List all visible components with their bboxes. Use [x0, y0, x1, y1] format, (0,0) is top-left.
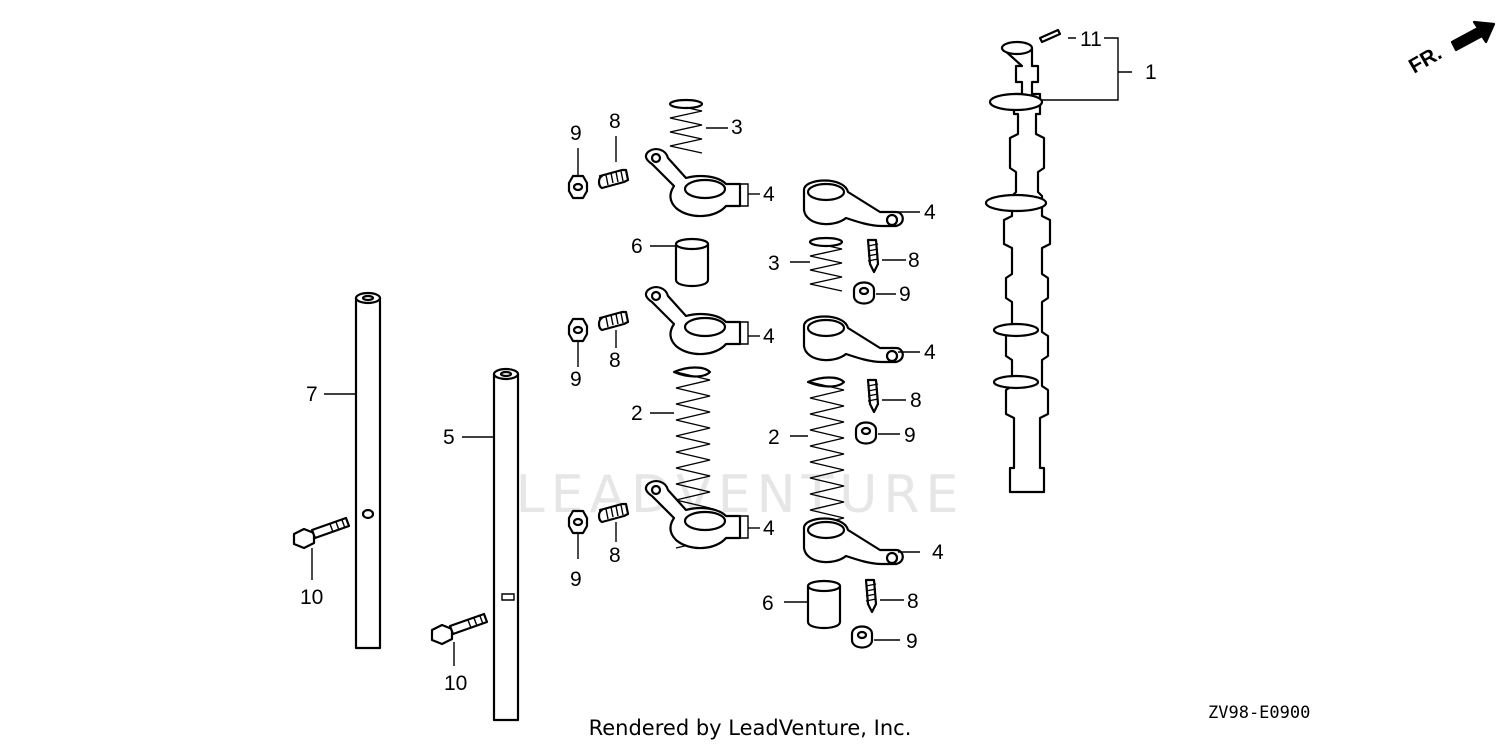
callout-10: 10: [300, 586, 323, 609]
callout-7: 7: [306, 383, 318, 406]
callout-3: 3: [768, 252, 780, 275]
callout-2: 2: [768, 426, 780, 449]
callout-6: 6: [762, 592, 774, 615]
callout-9: 9: [906, 630, 918, 653]
callout-2: 2: [631, 402, 643, 425]
callout-8: 8: [907, 590, 919, 613]
callout-8: 8: [609, 110, 621, 133]
callout-4: 4: [924, 201, 936, 224]
callout-9: 9: [570, 122, 582, 145]
callout-9: 9: [570, 568, 582, 591]
callout-11: 11: [1080, 28, 1102, 51]
callout-4: 4: [763, 183, 775, 206]
callout-9: 9: [570, 368, 582, 391]
shaft-icon: [354, 291, 382, 650]
callout-3: 3: [731, 116, 743, 139]
callout-6: 6: [631, 235, 643, 258]
footer-credit: Rendered by LeadVenture, Inc.: [588, 716, 912, 740]
callout-8: 8: [609, 544, 621, 567]
callout-4: 4: [932, 541, 944, 564]
shaft-icon: [492, 367, 520, 722]
callout-9: 9: [899, 283, 911, 306]
callout-8: 8: [908, 249, 920, 272]
callout-8: 8: [910, 389, 922, 412]
front-label: FR.: [1405, 41, 1446, 78]
callout-5: 5: [443, 426, 455, 449]
callout-9: 9: [904, 424, 916, 447]
diagram-code: ZV98-E0900: [1208, 703, 1311, 723]
camshaft-icon: [984, 40, 1052, 494]
callout-1: 1: [1145, 61, 1157, 84]
front-direction-marker: FR.: [1405, 20, 1496, 78]
callout-10: 10: [444, 672, 467, 695]
callout-4: 4: [763, 325, 775, 348]
callout-4: 4: [924, 341, 936, 364]
front-arrow-icon: [1450, 20, 1496, 52]
pin-icon: [1038, 28, 1062, 44]
callout-8: 8: [609, 349, 621, 372]
callout-4: 4: [763, 517, 775, 540]
